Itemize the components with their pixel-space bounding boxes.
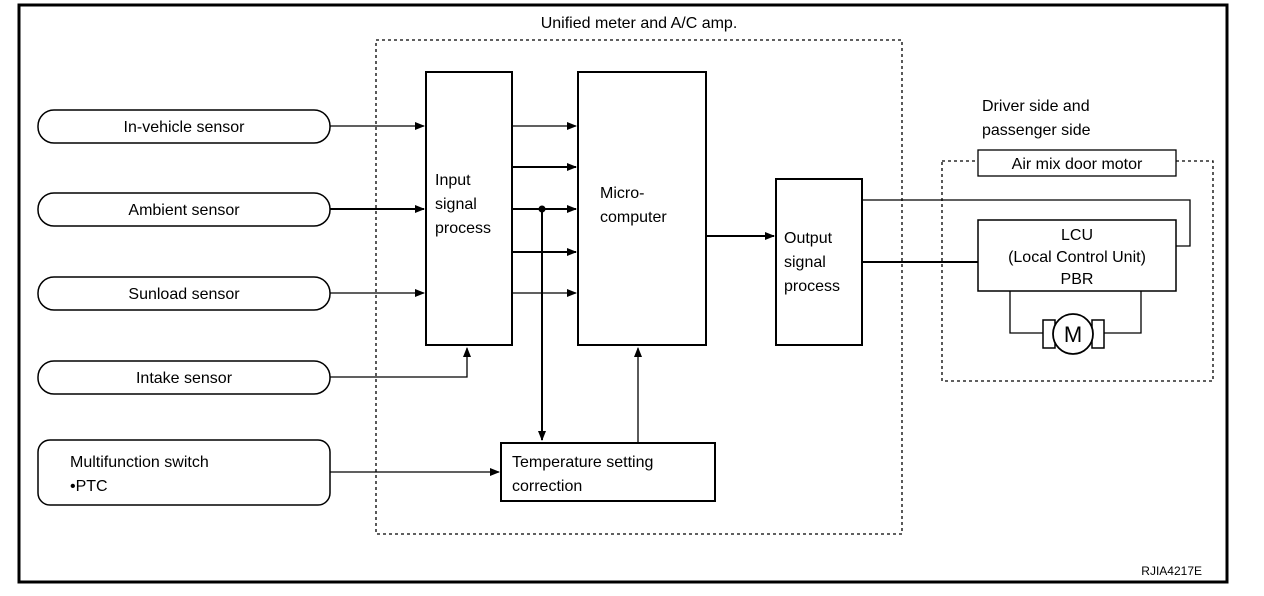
input-signal-process-block: Input signal process — [425, 71, 513, 346]
sensor-in-vehicle: In-vehicle sensor — [37, 109, 331, 144]
input-line: signal — [435, 196, 477, 213]
micro-line: computer — [600, 209, 667, 226]
sensor-label: Sunload sensor — [128, 286, 240, 303]
connector-line — [862, 199, 1191, 247]
motor-wire — [1009, 291, 1043, 334]
output-line: process — [784, 278, 840, 295]
output-signal-process-block: Output signal process — [775, 178, 863, 346]
lcu-line: (Local Control Unit) — [1008, 249, 1146, 266]
sensor-intake: Intake sensor — [37, 360, 331, 395]
output-line: signal — [784, 254, 826, 271]
motor-wire — [1104, 291, 1142, 334]
switch-bullet: •PTC — [70, 478, 108, 495]
multifunction-switch: Multifunction switch •PTC — [37, 439, 331, 506]
air-mix-label: Air mix door motor — [1012, 156, 1143, 173]
figure-id: RJIA4217E — [1141, 564, 1202, 578]
motor-icon: M — [1042, 313, 1105, 355]
output-line: Output — [784, 230, 833, 247]
lcu-line: LCU — [1061, 227, 1093, 244]
lcu-block: LCU (Local Control Unit) PBR — [977, 219, 1177, 292]
microcomputer-block: Micro- computer — [577, 71, 707, 346]
input-line: process — [435, 220, 491, 237]
actuator-group — [941, 160, 1214, 382]
micro-line: Micro- — [600, 185, 644, 202]
input-line: Input — [435, 172, 471, 189]
sensor-label: In-vehicle sensor — [124, 119, 246, 136]
temp-line: correction — [512, 478, 582, 495]
sensor-label: Intake sensor — [136, 370, 233, 387]
lcu-line: PBR — [1061, 271, 1094, 288]
sensor-sunload: Sunload sensor — [37, 276, 331, 311]
outer-frame — [17, 3, 1229, 584]
side-title-line: Driver side and — [982, 98, 1090, 115]
sensor-ambient: Ambient sensor — [37, 192, 331, 227]
group-title: Unified meter and A/C amp. — [541, 15, 738, 32]
sensor-label: Ambient sensor — [128, 202, 240, 219]
air-mix-door-motor-label: Air mix door motor — [977, 149, 1177, 177]
switch-label: Multifunction switch — [70, 454, 209, 471]
temp-line: Temperature setting — [512, 454, 653, 471]
side-title-line: passenger side — [982, 122, 1091, 139]
temperature-setting-block: Temperature setting correction — [500, 442, 716, 502]
motor-letter: M — [1064, 322, 1082, 347]
connector-arrow — [330, 347, 471, 378]
